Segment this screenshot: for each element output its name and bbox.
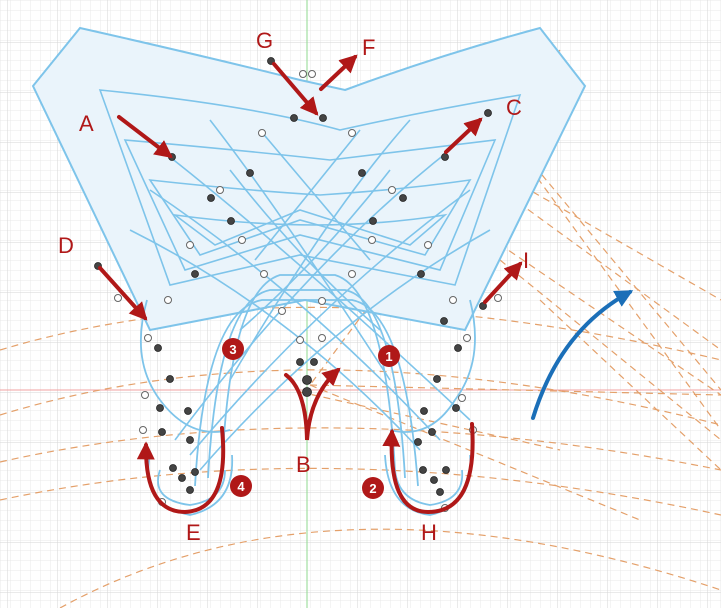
badge-three: 3 bbox=[222, 338, 244, 360]
label-f: F bbox=[362, 35, 375, 60]
badge-four: 4 bbox=[230, 475, 252, 497]
label-d: D bbox=[58, 233, 74, 258]
open-points bbox=[114, 70, 502, 512]
label-h: H bbox=[421, 520, 437, 545]
badge-one: 1 bbox=[378, 345, 400, 367]
badge-one-text: 1 bbox=[385, 349, 392, 364]
letter-labels: A D G F C I B E H bbox=[58, 28, 529, 545]
arrow-c bbox=[444, 117, 483, 154]
label-e: E bbox=[186, 520, 201, 545]
arrow-e-curve bbox=[136, 426, 226, 515]
badge-two-text: 2 bbox=[369, 481, 376, 496]
arrow-d bbox=[98, 266, 148, 321]
arrow-a bbox=[117, 115, 173, 159]
filled-points bbox=[94, 57, 492, 496]
label-i: I bbox=[523, 248, 529, 273]
blue-arrow bbox=[531, 290, 634, 420]
badge-three-text: 3 bbox=[229, 342, 236, 357]
label-g: G bbox=[256, 28, 273, 53]
label-a: A bbox=[79, 111, 94, 136]
label-c: C bbox=[506, 95, 522, 120]
lobes bbox=[139, 274, 476, 516]
arrow-i bbox=[483, 261, 523, 304]
red-arrows bbox=[98, 54, 523, 515]
label-b: B bbox=[296, 452, 311, 477]
badge-four-text: 4 bbox=[237, 479, 245, 494]
arrow-g bbox=[272, 62, 319, 116]
badge-two: 2 bbox=[362, 477, 384, 499]
arrow-b bbox=[284, 367, 341, 441]
arrow-f bbox=[319, 54, 358, 91]
arrow-h-curve bbox=[382, 422, 475, 515]
